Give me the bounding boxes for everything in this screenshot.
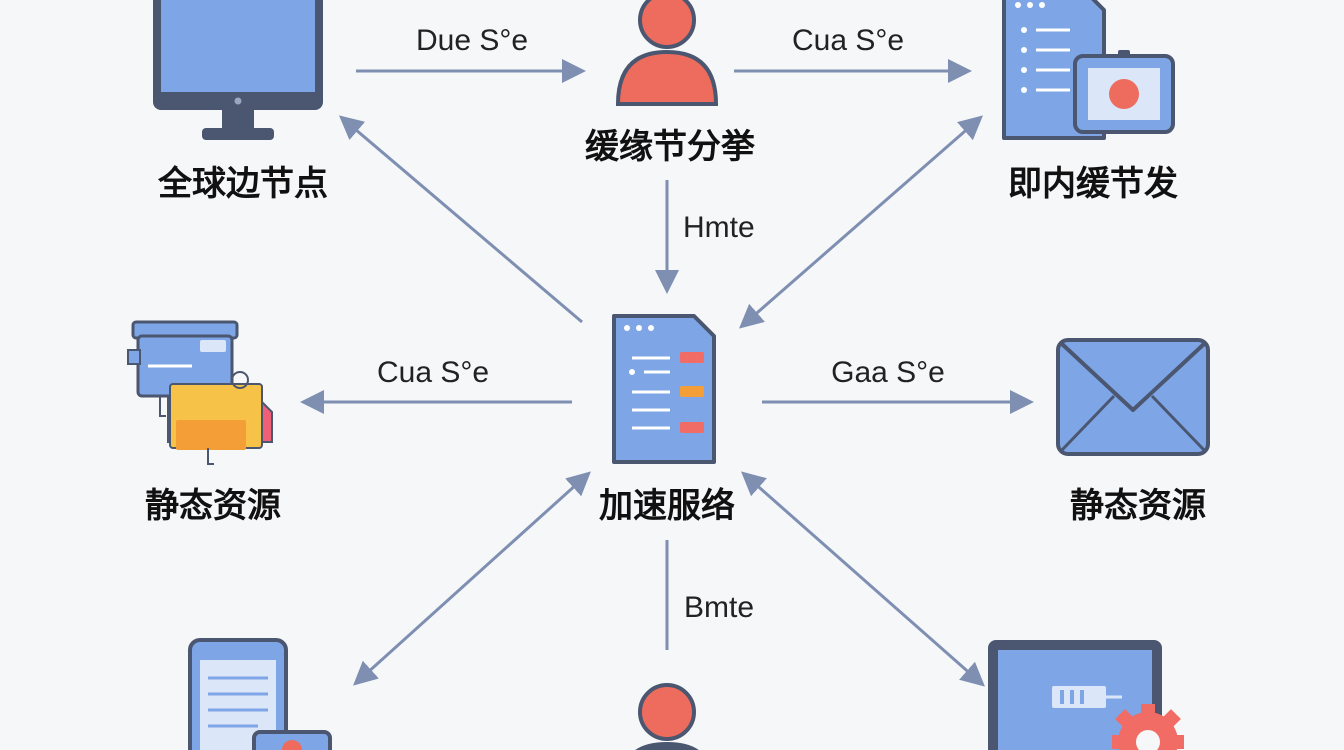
edge-center-bottom-right	[741, 471, 985, 687]
edge-label-center-top: Hmte	[683, 211, 755, 244]
node-label-global-edge-nodes: 全球边节点	[157, 164, 328, 204]
envelope-icon	[1056, 338, 1210, 456]
node-label-static-right: 静态资源	[1070, 486, 1206, 526]
edge-label-center-left: Cua S°e	[377, 356, 489, 389]
edge-label-top-left: Due S°e	[416, 24, 528, 57]
laptop-gear-icon	[988, 640, 1184, 750]
node-label-instant-cache: 即内缓节发	[1008, 164, 1178, 204]
person-icon	[615, 0, 719, 106]
edge-label-center-right: Gaa S°e	[831, 356, 945, 389]
phone-tablet-icon	[188, 638, 332, 750]
node-label-static-left: 静态资源	[145, 486, 281, 526]
server-tablet-icon	[1002, 0, 1175, 140]
node-label-cache-split: 缓缘节分挙	[585, 127, 756, 167]
node-label-acceleration: 加速服络	[599, 486, 735, 526]
edge-center-to-monitor	[338, 115, 583, 324]
edge-label-center-bottom: Bmte	[684, 591, 754, 624]
edge-label-top-right: Cua S°e	[792, 24, 904, 57]
edge-center-bottom-left	[353, 471, 591, 686]
bottom-person-icon	[635, 683, 699, 750]
edge-center-instant-cache	[738, 115, 984, 329]
monitor-icon	[153, 0, 323, 140]
gear-icon	[1112, 704, 1184, 750]
server-icon	[612, 314, 716, 464]
server-boxes-icon	[127, 320, 273, 465]
